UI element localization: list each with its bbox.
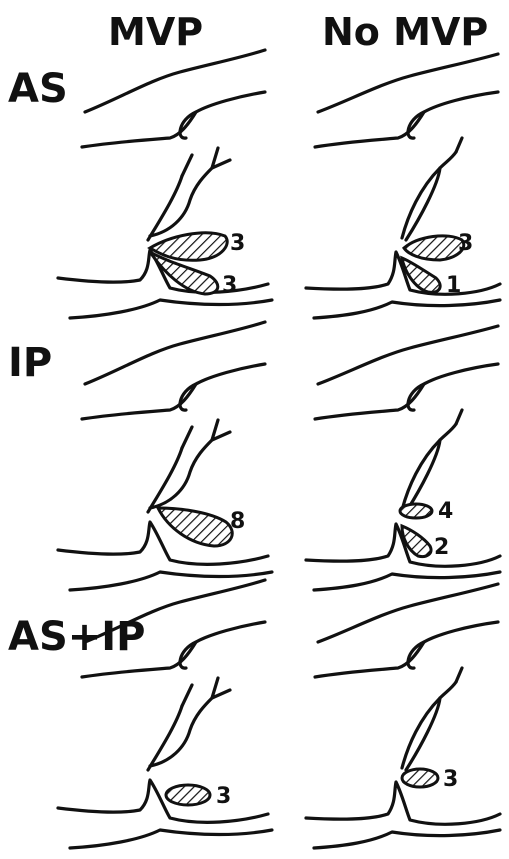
lesion-ip-nomvp-upper [400,504,432,518]
count-ip-nomvp-lower: 2 [434,535,449,560]
count-ip-nomvp-upper: 4 [438,499,453,524]
count-as-mvp-upper: 3 [230,231,245,256]
lesion-as-nomvp-upper [404,236,464,260]
lesion-ip-mvp [158,508,232,546]
count-ip-mvp: 8 [230,509,245,534]
lesion-asip-nomvp [402,769,438,787]
count-as-nomvp-upper: 3 [458,231,473,256]
count-as-mvp-lower: 3 [222,273,237,298]
count-asip-nomvp: 3 [443,767,458,792]
count-as-nomvp-lower: 1 [446,273,461,298]
count-asip-mvp: 3 [216,784,231,809]
lesion-asip-mvp [166,785,210,805]
